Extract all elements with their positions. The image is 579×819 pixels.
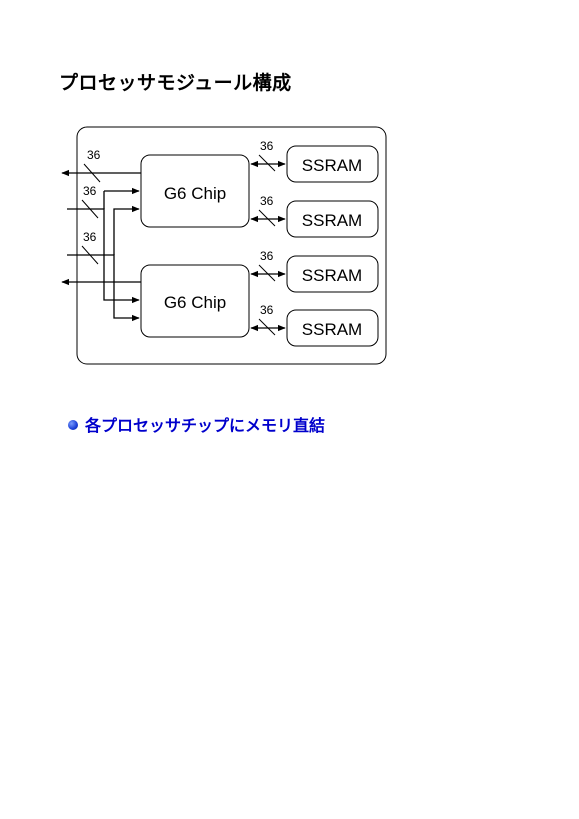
bullet-text: 各プロセッサチップにメモリ直結 <box>85 416 326 435</box>
bullet-dot-icon <box>68 420 78 430</box>
bus-width-slash <box>258 264 276 282</box>
ssram-box <box>286 255 379 293</box>
bus-width-label: 36 <box>260 249 274 263</box>
ssram-box <box>286 200 379 238</box>
bus-width-label: 36 <box>260 194 274 208</box>
bus-width-slash <box>258 154 276 172</box>
bus-width-slash <box>81 245 99 265</box>
input-bus <box>113 205 140 255</box>
ssram-label: SSRAM <box>302 320 362 339</box>
bus-width-slash <box>258 209 276 227</box>
chip-box <box>140 154 250 228</box>
bus-width-label: 36 <box>87 148 101 162</box>
ssram-label: SSRAM <box>302 211 362 230</box>
bus-width-slash <box>258 318 276 336</box>
ssram-box <box>286 309 379 347</box>
chip-box <box>140 264 250 338</box>
chip-label: G6 Chip <box>164 184 226 203</box>
input-bus <box>67 254 140 322</box>
bus-width-label: 36 <box>83 184 97 198</box>
bus-width-slash <box>81 199 99 219</box>
bus-width-label: 36 <box>83 230 97 244</box>
bus-width-label: 36 <box>260 139 274 153</box>
ssram-box <box>286 145 379 183</box>
module-board <box>76 126 387 365</box>
bus-width-label: 36 <box>260 303 274 317</box>
bus-width-slash <box>83 163 101 183</box>
ssram-label: SSRAM <box>302 156 362 175</box>
bullet-point: 各プロセッサチップにメモリ直結 <box>68 412 325 436</box>
page-title: プロセッサモジュール構成 <box>59 72 292 94</box>
ssram-label: SSRAM <box>302 266 362 285</box>
chip-label: G6 Chip <box>164 293 226 312</box>
